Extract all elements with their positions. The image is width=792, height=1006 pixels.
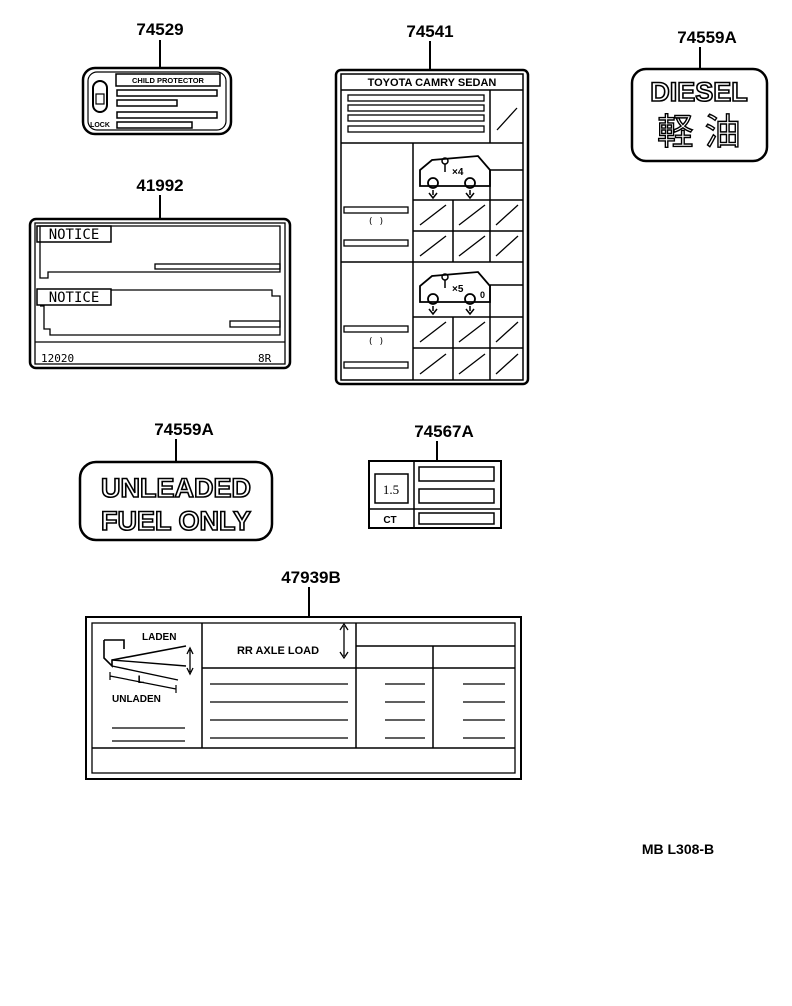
notice1-text: NOTICE	[49, 227, 100, 243]
x5-text: ×5	[452, 284, 464, 295]
part-number-74567A: 74567A	[414, 422, 474, 441]
svg-text:( ): ( )	[368, 337, 384, 347]
part-74529: 74529 CHILD PROTECTOR LOCK	[81, 20, 233, 136]
fuel-only-text: FUEL ONLY	[101, 506, 251, 536]
x4-text: ×4	[452, 167, 464, 178]
l-text: L	[138, 674, 145, 686]
unladen-text: UNLADEN	[112, 694, 161, 705]
part-number-74529: 74529	[136, 20, 183, 39]
kanji-text: 軽 油	[657, 112, 740, 153]
laden-text: LADEN	[142, 632, 176, 643]
svg-text:0: 0	[480, 290, 485, 300]
child-protector-text: CHILD PROTECTOR	[132, 76, 205, 85]
lock-text: LOCK	[90, 122, 110, 129]
part-number-47939B: 47939B	[281, 568, 341, 587]
part-number-41992: 41992	[136, 176, 183, 195]
part-41992: 41992 NOTICE NOTICE 12020 8R	[28, 176, 292, 370]
rr-axle-load-text: RR AXLE LOAD	[237, 645, 319, 657]
part-74559A-diesel: 74559A DIESEL 軽 油	[630, 28, 769, 163]
diesel-text: DIESEL	[650, 77, 748, 107]
part-number-74559A-top: 74559A	[677, 28, 737, 47]
diagram-code: MB L308-B	[642, 841, 714, 857]
part-47939B: 47939B LADEN UNLADEN L RR AXLE LOAD	[85, 568, 522, 780]
unleaded-text: UNLEADED	[101, 473, 251, 503]
part-74559A-unleaded: 74559A UNLEADED FUEL ONLY	[78, 420, 274, 542]
part-74567A: 74567A 1.5 CT	[368, 422, 502, 529]
code-8r: 8R	[258, 352, 272, 365]
part-number-74559A-mid: 74559A	[154, 420, 214, 439]
value-1-5: 1.5	[383, 482, 399, 497]
code-12020: 12020	[41, 352, 74, 365]
notice2-text: NOTICE	[49, 290, 100, 306]
svg-text:( ): ( )	[368, 217, 384, 227]
part-number-74541: 74541	[406, 22, 453, 41]
toyota-camry-text: TOYOTA CAMRY SEDAN	[368, 77, 497, 89]
part-74541: 74541 TOYOTA CAMRY SEDAN ×4	[334, 22, 530, 386]
ct-text: CT	[383, 515, 396, 526]
